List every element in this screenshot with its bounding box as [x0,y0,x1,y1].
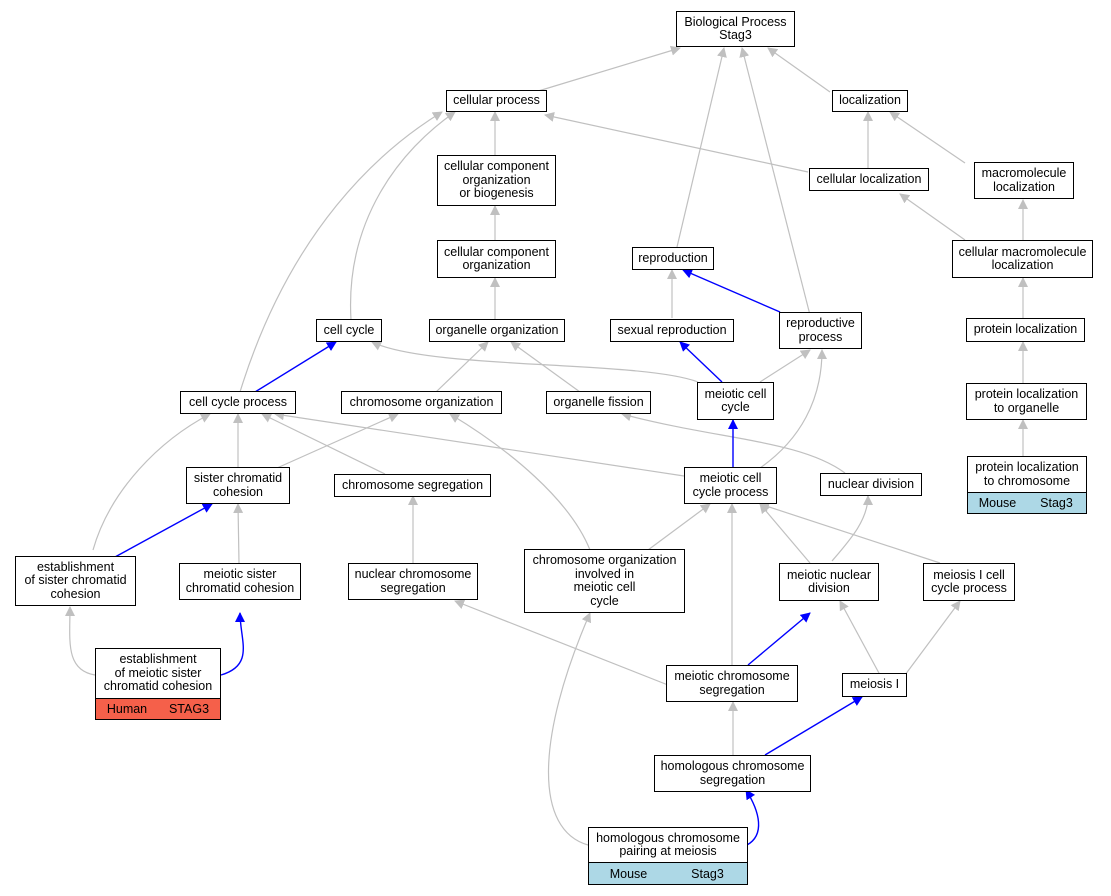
node-meiosis-i-cell-cycle-process[interactable]: meiosis I cell cycle process [923,563,1015,601]
edge [534,45,681,93]
node-meiotic-nuclear-division[interactable]: meiotic nuclear division [779,563,879,601]
edge-highlight [679,341,723,383]
edge [767,47,831,93]
node-cellular-process[interactable]: cellular process [446,90,547,112]
edge [647,503,711,551]
node-cellular-macromolecule-localization[interactable]: cellular macromolecule localization [952,240,1093,278]
edge [349,111,456,321]
node-sexual-reproduction[interactable]: sexual reproduction [610,319,734,342]
edge [261,413,386,475]
edge [621,411,846,474]
edge [759,503,811,564]
node-cell-cycle[interactable]: cell cycle [316,319,382,342]
gene-tag-stag3: Stag3 [1027,492,1087,514]
edge [233,503,244,564]
edge [739,47,811,316]
node-establishment-of-sister-chromatid-cohesion[interactable]: establishment of sister chromatid cohesi… [15,556,136,606]
edge [239,111,443,393]
node-chromosome-organization[interactable]: chromosome organization [341,391,502,414]
node-nuclear-division[interactable]: nuclear division [820,473,922,496]
node-meiosis-i[interactable]: meiosis I [842,673,907,697]
node-chromosome-organization-involved-in-meiotic-cell-cycle[interactable]: chromosome organization involved in meio… [524,549,685,613]
gene-tag-stag3: Stag3 [668,862,748,885]
edge [839,600,881,676]
node-chromosome-segregation[interactable]: chromosome segregation [334,474,491,497]
node-meiotic-chromosome-segregation[interactable]: meiotic chromosome segregation [666,665,798,702]
edge [510,341,581,393]
node-organelle-fission[interactable]: organelle fission [546,391,651,414]
edge [547,612,592,846]
node-reproduction[interactable]: reproduction [632,247,714,270]
node-macromolecule-localization[interactable]: macromolecule localization [974,162,1074,199]
edge-highlight [764,696,863,756]
edge [904,600,961,676]
node-organelle-organization[interactable]: organelle organization [429,319,565,342]
node-homologous-chromosome-pairing-at-meiosis[interactable]: homologous chromosome pairing at meiosis [588,827,748,863]
edge [274,410,685,477]
edge [92,413,211,551]
edge [454,599,669,686]
species-tag-human: Human [95,698,159,720]
edge-highlight [220,612,246,676]
node-homologous-chromosome-segregation[interactable]: homologous chromosome segregation [654,755,811,792]
edge-highlight [114,503,213,558]
species-tag-mouse: Mouse [967,492,1028,514]
species-tag-mouse: Mouse [588,862,669,885]
edge [435,341,489,393]
edge [449,413,591,551]
node-cellular-localization[interactable]: cellular localization [809,168,929,191]
edge-highlight [254,341,337,393]
edge-highlight [745,789,760,846]
edge [889,111,966,164]
node-meiotic-cell-cycle[interactable]: meiotic cell cycle [697,382,774,420]
node-meiotic-cell-cycle-process[interactable]: meiotic cell cycle process [684,467,777,504]
node-localization[interactable]: localization [832,90,908,112]
node-sister-chromatid-cohesion[interactable]: sister chromatid cohesion [186,467,290,504]
node-nuclear-chromosome-segregation[interactable]: nuclear chromosome segregation [348,563,478,600]
edge-highlight [747,612,811,666]
node-cellular-component-organization[interactable]: cellular component organization [437,240,556,278]
edge [64,606,96,676]
node-protein-localization[interactable]: protein localization [966,318,1085,342]
edge [831,495,873,562]
node-protein-localization-to-chromosome[interactable]: protein localization to chromosome [967,456,1087,493]
edge-highlight [682,268,781,313]
node-biological-process[interactable]: Biological Process Stag3 [676,11,795,47]
node-cell-cycle-process[interactable]: cell cycle process [180,391,296,414]
edge [759,349,811,383]
edge [759,502,941,564]
node-reproductive-process[interactable]: reproductive process [779,312,862,349]
node-protein-localization-to-organelle[interactable]: protein localization to organelle [966,383,1087,420]
edge [899,193,966,241]
edge [276,413,399,469]
edge [676,47,727,248]
edge [759,349,827,469]
edge [544,112,809,173]
gene-tag-stag3: STAG3 [158,698,221,720]
node-cellular-component-organization-or-biogenesis[interactable]: cellular component organization or bioge… [437,155,556,206]
node-establishment-of-meiotic-sister-chromatid-cohesion[interactable]: establishment of meiotic sister chromati… [95,648,221,699]
edge [371,341,699,383]
node-meiotic-sister-chromatid-cohesion[interactable]: meiotic sister chromatid cohesion [179,563,301,600]
